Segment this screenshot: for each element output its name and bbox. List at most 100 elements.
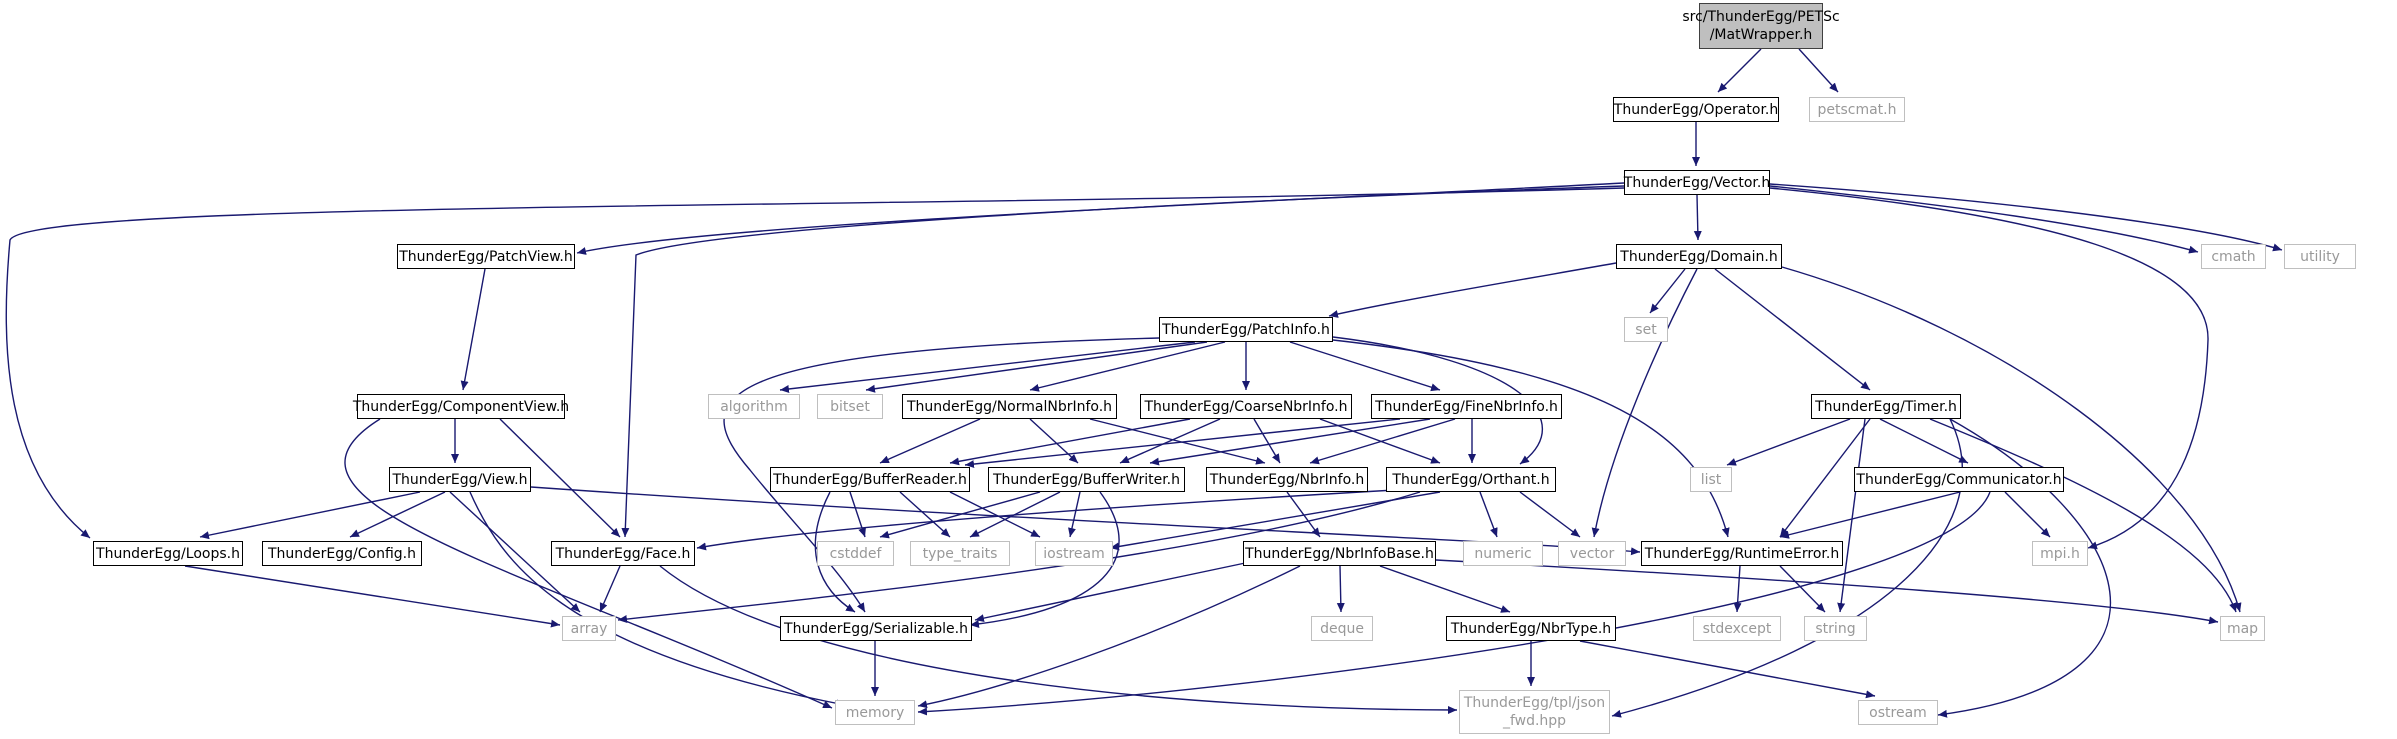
dependency-edge [1937, 418, 2112, 718]
face-node[interactable]: ThunderEgg/Face.h [551, 541, 695, 566]
dependency-edge [1649, 268, 1686, 314]
dependency-edge [1781, 266, 2242, 613]
loops-node[interactable]: ThunderEgg/Loops.h [93, 541, 243, 566]
utility-node: utility [2284, 244, 2356, 269]
domain-node[interactable]: ThunderEgg/Domain.h [1616, 244, 1782, 269]
coarsenbrinfo-node[interactable]: ThunderEgg/CoarseNbrInfo.h [1140, 394, 1352, 419]
dependency-edge [917, 565, 1301, 709]
bitset-node: bitset [817, 394, 883, 419]
finenbrinfo-node[interactable]: ThunderEgg/FineNbrInfo.h [1371, 394, 1562, 419]
dependency-edge [499, 418, 621, 538]
dependency-edge [1769, 185, 2199, 254]
communicator-node[interactable]: ThunderEgg/Communicator.h [1854, 467, 2064, 492]
mpi-node: mpi.h [2032, 541, 2088, 566]
dependency-edge [879, 418, 981, 464]
dependency-edge [5, 187, 1625, 539]
dependency-edge [184, 565, 561, 628]
dependency-edge [449, 491, 581, 613]
dependency-edge [1611, 418, 1964, 718]
dependency-edge [1714, 268, 1871, 391]
dependency-edge [1779, 491, 1961, 539]
cstddef-node: cstddef [817, 541, 894, 566]
nbrinfobase-node[interactable]: ThunderEgg/NbrInfoBase.h [1243, 541, 1436, 566]
componentview-node[interactable]: ThunderEgg/ComponentView.h [353, 394, 569, 419]
dependency-edge [1319, 418, 1441, 464]
dependency-edge [1109, 491, 1441, 551]
dependency-edge [974, 561, 1251, 623]
array-node: array [562, 616, 616, 641]
dependency-edge [1309, 418, 1456, 465]
dependency-edge [969, 491, 1120, 628]
patchinfo-node[interactable]: ThunderEgg/PatchInfo.h [1159, 317, 1333, 342]
deque-node: deque [1311, 616, 1373, 641]
dependency-edge [865, 341, 1208, 393]
dependency-edge [1332, 336, 1544, 465]
dependency-edge [599, 565, 621, 613]
dependency-edge [1149, 418, 1431, 466]
dependency-edge [1029, 418, 1079, 464]
type-traits-node: type_traits [910, 541, 1010, 566]
ostream-node: ostream [1858, 700, 1938, 725]
patchview-node[interactable]: ThunderEgg/PatchView.h [397, 244, 575, 269]
timer-node[interactable]: ThunderEgg/Timer.h [1811, 394, 1961, 419]
normalnbrinfo-node[interactable]: ThunderEgg/NormalNbrInfo.h [902, 394, 1117, 419]
dependency-edge [349, 491, 446, 538]
dependency-edge [1119, 418, 1221, 464]
dependency-edge [1328, 262, 1617, 318]
operator-node[interactable]: ThunderEgg/Operator.h [1613, 97, 1779, 122]
dependency-edge [1693, 194, 1702, 241]
iostream-node: iostream [1035, 541, 1113, 566]
stdexcept-node: stdexcept [1693, 616, 1781, 641]
dependency-edge [621, 185, 1625, 538]
dependency-edge [1029, 341, 1226, 392]
dependency-edge [949, 418, 1191, 466]
dependency-edge [1798, 48, 1839, 93]
dependency-edge [696, 489, 1396, 551]
nbrtype-node[interactable]: ThunderEgg/NbrType.h [1446, 616, 1616, 641]
map-node: map [2220, 616, 2265, 641]
dependency-edge [1579, 640, 1876, 699]
nbrinfo-node[interactable]: ThunderEgg/NbrInfo.h [1206, 467, 1368, 492]
runtimeerror-node[interactable]: ThunderEgg/RuntimeError.h [1641, 541, 1843, 566]
dependency-edge [1879, 418, 1969, 464]
bufferreader-node[interactable]: ThunderEgg/BufferReader.h [770, 467, 970, 492]
dependency-edge [1519, 491, 1581, 538]
dependency-edge [1769, 183, 2283, 252]
string-node: string [1804, 616, 1867, 641]
set-node: set [1624, 317, 1668, 342]
serializable-node[interactable]: ThunderEgg/Serializable.h [780, 616, 972, 641]
dependency-edge [964, 418, 1401, 469]
orthant-node[interactable]: ThunderEgg/Orthant.h [1386, 467, 1556, 492]
dependency-edge [2004, 491, 2051, 538]
dependency-edge [469, 491, 846, 708]
numeric-node: numeric [1463, 541, 1543, 566]
dependency-edge [1837, 418, 1866, 613]
dependency-edge [576, 182, 1625, 255]
petscmat-node: petscmat.h [1809, 97, 1905, 122]
dependency-edge [199, 491, 421, 540]
config-node[interactable]: ThunderEgg/Config.h [262, 541, 422, 566]
dependency-edge [949, 491, 1041, 538]
dependency-edge [1726, 418, 1851, 466]
dependency-edge [1733, 565, 1742, 613]
cmath-node: cmath [2201, 244, 2266, 269]
json-fwd-node: ThunderEgg/tpl/json _fwd.hpp [1459, 690, 1610, 734]
dependency-edge [1779, 418, 1871, 538]
bufferwriter-node[interactable]: ThunderEgg/BufferWriter.h [988, 467, 1185, 492]
dependency-edge [1332, 339, 1730, 538]
dependency-edge [1591, 268, 1698, 538]
vector-std-node: vector [1558, 541, 1626, 566]
algorithm-node: algorithm [708, 394, 800, 419]
dependency-edge [460, 268, 486, 391]
vector-header-node[interactable]: ThunderEgg/Vector.h [1624, 170, 1770, 195]
matwrapper-node: src/ThunderEgg/PETSc /MatWrapper.h [1682, 3, 1840, 49]
dependency-edge [1253, 418, 1281, 464]
dependency-edge [849, 491, 866, 538]
dependency-edge [530, 486, 1641, 556]
dependency-edge [1089, 418, 1266, 465]
list-node: list [1690, 467, 1732, 492]
memory-node: memory [835, 700, 915, 725]
dependency-edge [899, 491, 951, 538]
view-node[interactable]: ThunderEgg/View.h [389, 467, 531, 492]
